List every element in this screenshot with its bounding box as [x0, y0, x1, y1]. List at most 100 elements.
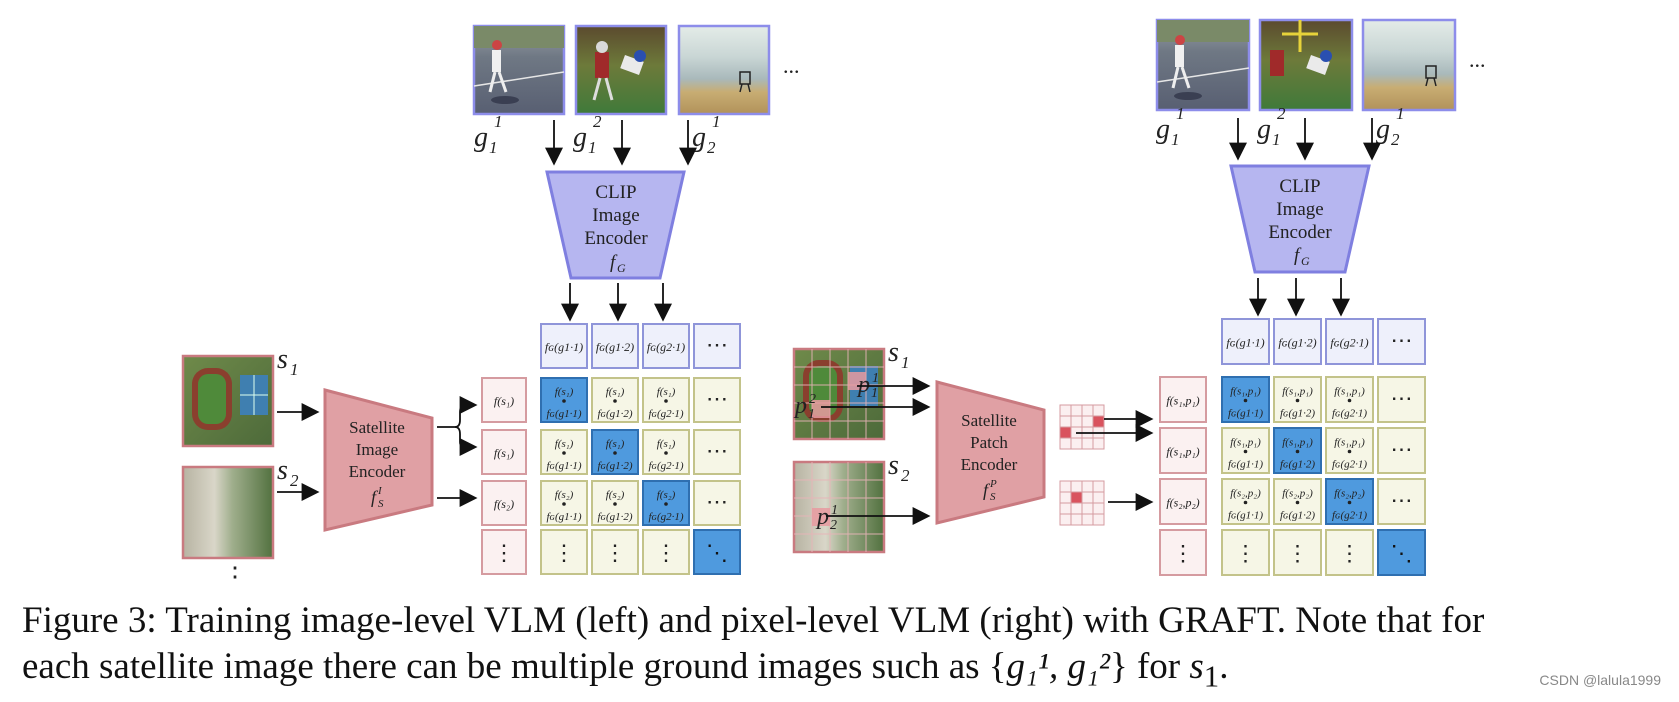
- patch-cell: [1081, 404, 1094, 417]
- cell-ground-term: fɢ(g2·1): [1332, 459, 1367, 471]
- svg-text:g: g: [1376, 114, 1390, 145]
- caption-line-2-end: .: [1219, 646, 1229, 687]
- sat-embedding-vdots: ⋮: [493, 540, 515, 565]
- svg-text:s: s: [888, 450, 899, 481]
- cell-ground-term: fɢ(g2·1): [1332, 408, 1367, 420]
- cell-ground-term: fɢ(g1·1): [1228, 459, 1263, 471]
- similarity-cell: [693, 480, 741, 526]
- cell-sat-term: f(s₁,p₁): [1230, 437, 1261, 449]
- patch-cell: [1059, 480, 1072, 493]
- svg-text:2: 2: [1391, 130, 1400, 149]
- patch-cell: [1070, 404, 1083, 417]
- svg-text:p: p: [815, 504, 829, 530]
- cell-sat-term: f(s₁): [555, 438, 574, 450]
- svg-text:1: 1: [871, 386, 878, 401]
- sat-embedding-label: f(s₂): [494, 497, 514, 511]
- ground-embedding-more: ⋯: [1391, 328, 1413, 353]
- cell-vdots: ⋮: [1339, 541, 1361, 566]
- patch-cell: [1092, 502, 1105, 515]
- patch-cell-selected: [1059, 426, 1072, 439]
- cell-more: ⋯: [706, 489, 728, 514]
- ground-label-g21-right: g 2 1: [1376, 104, 1405, 149]
- patch-cell: [1081, 480, 1094, 493]
- cell-sat-term: f(s₁): [555, 386, 574, 398]
- cell-vdots: ⋮: [604, 540, 626, 565]
- svg-text:1: 1: [1272, 130, 1281, 149]
- patch-cell: [1070, 437, 1083, 450]
- similarity-cell: [1273, 529, 1322, 576]
- ground-embedding-2: [642, 323, 690, 369]
- svg-text:1: 1: [494, 112, 503, 131]
- sat-label-s2-right: s 2: [888, 450, 910, 485]
- patch-cell: [1081, 502, 1094, 515]
- cell-ground-term: fɢ(g2·1): [648, 408, 683, 420]
- svg-text:P: P: [989, 478, 997, 490]
- dot-product-symbol: [613, 451, 617, 455]
- patch-cell: [1070, 513, 1083, 526]
- svg-text:CLIP: CLIP: [595, 182, 636, 203]
- cell-ground-term: fɢ(g2·1): [648, 511, 683, 523]
- sat-embedding-label: f(s₂,p₂): [1166, 496, 1199, 510]
- patch-cell: [1092, 513, 1105, 526]
- cell-sat-term: f(s₂,p₂): [1282, 488, 1313, 500]
- svg-text:2: 2: [830, 518, 837, 533]
- svg-text:g: g: [1156, 114, 1170, 145]
- svg-text:1: 1: [1396, 104, 1405, 123]
- svg-text:f: f: [610, 252, 618, 273]
- graft-training-diagram: ... g 1 1 g 1 2 g 2 1 CLIP Image Encoder…: [181, 18, 1486, 580]
- ground-ellipsis: ...: [783, 53, 800, 78]
- svg-text:Encoder: Encoder: [349, 462, 406, 481]
- patch-cell: [1059, 415, 1072, 428]
- ground-label-g21: g 2 1: [692, 112, 721, 157]
- cell-ground-term: fɢ(g1·1): [546, 460, 581, 472]
- caption-line-2: each satellite image there can be multip…: [22, 644, 1662, 699]
- sat-embedding-label: f(s₁): [494, 394, 514, 408]
- similarity-cell: [642, 529, 690, 575]
- patch-cell: [1070, 415, 1083, 428]
- patch-cell: [1081, 437, 1094, 450]
- svg-text:g: g: [692, 122, 706, 153]
- svg-text:2: 2: [707, 138, 716, 157]
- ground-embedding-row-right: fɢ(g1·1)fɢ(g1·2)fɢ(g2·1)⋯: [1221, 318, 1426, 365]
- similarity-cell: [1221, 529, 1270, 576]
- cell-ground-term: fɢ(g2·1): [648, 460, 683, 472]
- similarity-cell: [540, 529, 588, 575]
- similarity-cell: [693, 429, 741, 475]
- sat-label-s1-right: s 1: [888, 337, 910, 372]
- dot-product-symbol: [613, 502, 617, 506]
- svg-text:1: 1: [831, 503, 838, 518]
- svg-text:f: f: [1294, 245, 1302, 266]
- patch-cell: [1059, 513, 1072, 526]
- similarity-cell: [1377, 478, 1426, 525]
- patch-cell: [1092, 480, 1105, 493]
- positive-cell: [1325, 478, 1374, 525]
- cell-more: ⋯: [1391, 488, 1413, 513]
- satellite-image-s2: [181, 465, 275, 560]
- similarity-cell: [1377, 376, 1426, 423]
- satellite-patch-encoder: Satellite Patch Encoder f S P: [935, 380, 1046, 525]
- patch-cell: [1059, 502, 1072, 515]
- similarity-cell: [693, 377, 741, 423]
- right-panel: ... g 1 1 g 1 2 g 2 1 CLIP Image Encoder…: [792, 18, 1486, 576]
- patch-cell: [1059, 437, 1072, 450]
- left-panel: ... g 1 1 g 1 2 g 2 1 CLIP Image Encoder…: [181, 24, 800, 580]
- svg-text:Encoder: Encoder: [584, 228, 648, 249]
- svg-text:2: 2: [290, 471, 299, 490]
- svg-text:Satellite: Satellite: [349, 418, 405, 437]
- svg-text:1: 1: [712, 112, 721, 131]
- satellite-image-s1: [181, 354, 275, 448]
- cell-sat-term: f(s₁,p₁): [1282, 437, 1313, 449]
- clip-image-encoder: CLIP Image Encoder f G: [545, 170, 686, 280]
- svg-text:1: 1: [1176, 104, 1185, 123]
- cell-ddots: ⋱: [706, 540, 728, 565]
- dot-product-symbol: [1347, 449, 1352, 454]
- dot-product-symbol: [1295, 398, 1300, 403]
- sat-embedding-label: f(s₁): [494, 446, 514, 460]
- svg-text:G: G: [1301, 254, 1310, 268]
- dot-product-symbol: [1243, 500, 1248, 505]
- sat-embedding-1: [481, 429, 527, 475]
- sat-embedding-2: [1159, 478, 1207, 525]
- ground-embedding-row: fɢ(g1·1)fɢ(g1·2)fɢ(g2·1)⋯: [540, 323, 741, 369]
- dot-product-symbol: [1347, 398, 1352, 403]
- sat-embedding-1: [1159, 427, 1207, 474]
